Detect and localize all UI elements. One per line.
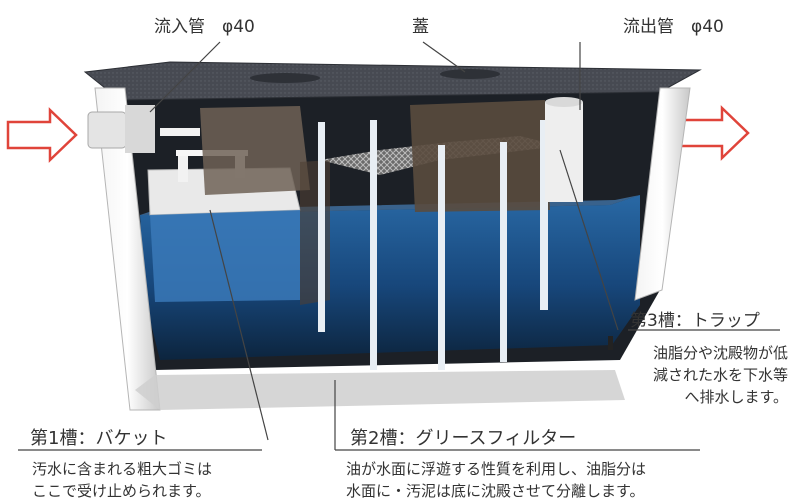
tank2-title: 第2槽：グリースフィルター xyxy=(350,428,577,449)
tank-right-pillar xyxy=(634,87,691,301)
trap-cylinder xyxy=(545,97,583,202)
tank2-desc-line2: 水面に・汚泥は底に沈殿させて分離します。 xyxy=(346,482,645,500)
tank3-desc-line3: へ排水します。 xyxy=(684,388,788,406)
lid-label: 蓋 xyxy=(412,17,429,37)
tank3-description: 油脂分や沈殿物が低 減された水を下水等 へ排水します。 xyxy=(620,342,788,408)
outlet-pipe-label: 流出管 φ40 xyxy=(623,17,724,37)
tank3-marker xyxy=(608,336,613,350)
tank1-desc-line1: 汚水に含まれる粗大ゴミは xyxy=(32,460,213,478)
leader-lines xyxy=(18,41,780,451)
tank2-desc-line1: 油が水面に浮遊する性質を利用し、油脂分は xyxy=(346,460,647,478)
tank3-title: 第3槽：トラップ xyxy=(630,311,760,331)
tank1-description: 汚水に含まれる粗大ゴミは ここで受け止められます。 xyxy=(32,458,212,502)
tank2-description: 油が水面に浮遊する性質を利用し、油脂分は 水面に・汚泥は底に沈殿させて分離します… xyxy=(346,458,646,502)
tank1-desc-line2: ここで受け止められます。 xyxy=(32,482,211,500)
tank1-title: 第1槽：バケット xyxy=(30,428,168,449)
tank3-desc-line2: 減された水を下水等 xyxy=(652,366,788,384)
filter-rods xyxy=(318,120,548,370)
inlet-pipe-label: 流入管 φ40 xyxy=(154,17,255,37)
inlet-pipe xyxy=(87,111,127,149)
tank3-desc-line1: 油脂分や沈殿物が低 xyxy=(652,344,788,362)
inflow-arrow-icon xyxy=(6,107,78,163)
bucket xyxy=(147,106,310,302)
tank-floor-edge xyxy=(135,370,625,410)
outflow-arrow-icon xyxy=(678,105,750,161)
